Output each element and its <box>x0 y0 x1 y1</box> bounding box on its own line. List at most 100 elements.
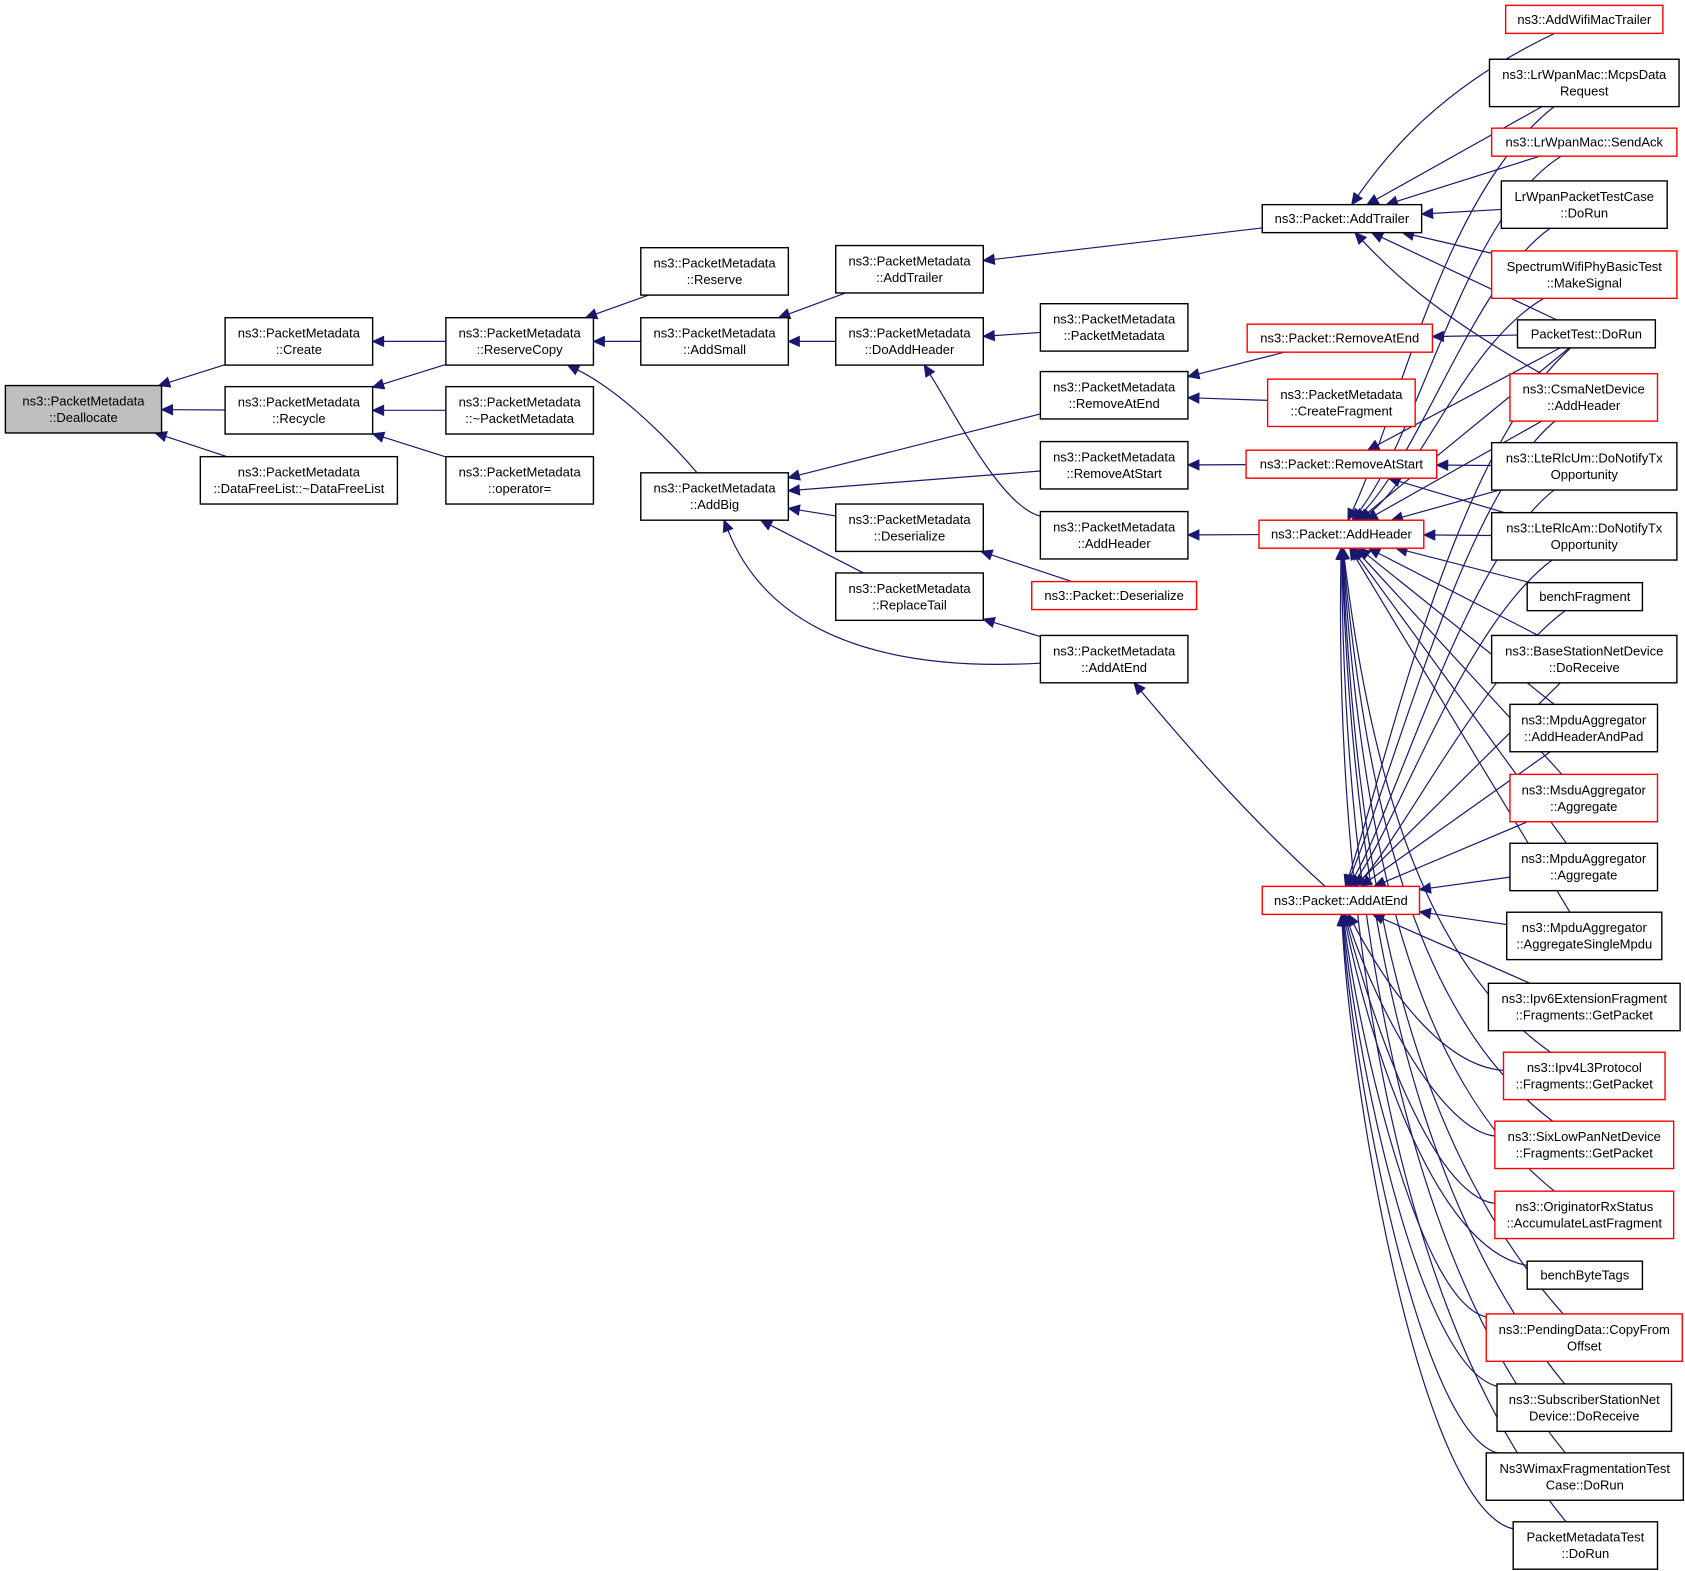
node-p-removeatstart[interactable]: ns3::Packet::RemoveAtStart <box>1245 449 1438 479</box>
node-box[interactable] <box>835 317 985 366</box>
node-r-csma[interactable]: ns3::CsmaNetDevice::AddHeader <box>1509 373 1659 422</box>
node-box[interactable] <box>1485 1452 1685 1501</box>
node-box[interactable] <box>1509 773 1659 823</box>
node-create[interactable]: ns3::PacketMetadata::Create <box>224 317 374 366</box>
node-box[interactable] <box>1516 319 1657 349</box>
node-box[interactable] <box>1039 440 1189 490</box>
node-box[interactable] <box>1494 1190 1675 1240</box>
node-box[interactable] <box>835 503 985 553</box>
node-r-mpdu-asm[interactable]: ns3::MpduAggregator::AggregateSingleMpdu <box>1506 911 1663 961</box>
node-box[interactable] <box>1039 634 1189 684</box>
node-box[interactable] <box>1487 982 1681 1032</box>
node-box[interactable] <box>1509 373 1659 422</box>
node-reserve[interactable]: ns3::PacketMetadata::Reserve <box>640 247 790 296</box>
node-box[interactable] <box>1266 378 1416 428</box>
node-r-msdu-agg[interactable]: ns3::MsduAggregator::Aggregate <box>1509 773 1659 823</box>
node-r-mpdu-agg[interactable]: ns3::MpduAggregator::Aggregate <box>1509 842 1659 892</box>
node-box[interactable] <box>1490 127 1678 157</box>
node-r-packettest[interactable]: PacketTest::DoRun <box>1516 319 1657 349</box>
node-box[interactable] <box>1246 323 1434 353</box>
node-box[interactable] <box>1490 441 1678 491</box>
node-box[interactable] <box>445 385 595 435</box>
node-box[interactable] <box>1245 449 1438 479</box>
node-box[interactable] <box>1490 634 1678 684</box>
node-box[interactable] <box>1526 581 1644 612</box>
node-p-removeatend[interactable]: ns3::Packet::RemoveAtEnd <box>1246 323 1434 353</box>
node-pm-createfragment[interactable]: ns3::PacketMetadata::CreateFragment <box>1266 378 1416 428</box>
node-r-sixlowpan[interactable]: ns3::SixLowPanNetDevice::Fragments::GetP… <box>1494 1120 1675 1170</box>
node-r-ssnd[interactable]: ns3::SubscriberStationNetDevice::DoRecei… <box>1496 1383 1673 1433</box>
node-r-bsnd[interactable]: ns3::BaseStationNetDevice::DoReceive <box>1490 634 1678 684</box>
node-box[interactable] <box>1258 519 1425 549</box>
node-box[interactable] <box>1500 180 1668 230</box>
node-box[interactable] <box>224 385 374 435</box>
node-box[interactable] <box>835 572 985 622</box>
node-box[interactable] <box>224 317 374 366</box>
node-box[interactable] <box>1509 842 1659 892</box>
node-addheader[interactable]: ns3::PacketMetadata::AddHeader <box>1039 510 1189 560</box>
node-deserialize[interactable]: ns3::PacketMetadata::Deserialize <box>835 503 985 553</box>
node-r-lrwpantest[interactable]: LrWpanPacketTestCase::DoRun <box>1500 180 1668 230</box>
node-p-addheader[interactable]: ns3::Packet::AddHeader <box>1258 519 1425 549</box>
node-box[interactable] <box>445 455 595 505</box>
node-addsmall[interactable]: ns3::PacketMetadata::AddSmall <box>640 317 790 366</box>
node-box[interactable] <box>1031 580 1198 611</box>
node-p-deserialize[interactable]: ns3::Packet::Deserialize <box>1031 580 1198 611</box>
node-box[interactable] <box>1506 911 1663 961</box>
node-removeatstart[interactable]: ns3::PacketMetadata::RemoveAtStart <box>1039 440 1189 490</box>
node-r-originator[interactable]: ns3::OriginatorRxStatus::AccumulateLastF… <box>1494 1190 1675 1240</box>
node-addatend[interactable]: ns3::PacketMetadata::AddAtEnd <box>1039 634 1189 684</box>
node-r-mpdu-ahp[interactable]: ns3::MpduAggregator::AddHeaderAndPad <box>1509 703 1659 753</box>
node-root[interactable]: ns3::PacketMetadata::Deallocate <box>4 384 163 434</box>
node-box[interactable] <box>1261 203 1423 234</box>
node-box[interactable] <box>1494 1120 1675 1170</box>
node-box[interactable] <box>1490 511 1678 561</box>
node-box[interactable] <box>1039 303 1189 352</box>
node-dtor[interactable]: ns3::PacketMetadata::~PacketMetadata <box>445 385 595 435</box>
node-box[interactable] <box>1039 370 1189 420</box>
node-doaddheader[interactable]: ns3::PacketMetadata::DoAddHeader <box>835 317 985 366</box>
node-box[interactable] <box>1490 250 1678 300</box>
node-r-ipv4l3[interactable]: ns3::Ipv4L3Protocol::Fragments::GetPacke… <box>1502 1051 1666 1101</box>
node-box[interactable] <box>640 472 790 521</box>
node-p-addtrailer[interactable]: ns3::Packet::AddTrailer <box>1261 203 1423 234</box>
node-box[interactable] <box>445 317 595 366</box>
node-box[interactable] <box>4 384 163 434</box>
node-r-spectrum[interactable]: SpectrumWifiPhyBasicTest::MakeSignal <box>1490 250 1678 300</box>
node-box[interactable] <box>1526 1260 1644 1290</box>
node-box[interactable] <box>1496 1383 1673 1433</box>
node-p-addatend[interactable]: ns3::Packet::AddAtEnd <box>1261 885 1421 916</box>
node-box[interactable] <box>1261 885 1421 916</box>
node-r-ipv6frag[interactable]: ns3::Ipv6ExtensionFragment::Fragments::G… <box>1487 982 1681 1032</box>
node-pmctor[interactable]: ns3::PacketMetadata::PacketMetadata <box>1039 303 1189 352</box>
node-box[interactable] <box>1504 4 1664 35</box>
node-opeq[interactable]: ns3::PacketMetadata::operator= <box>445 455 595 505</box>
node-box[interactable] <box>640 317 790 366</box>
node-r-benchbytetags[interactable]: benchByteTags <box>1526 1260 1644 1290</box>
node-r-benchfragment[interactable]: benchFragment <box>1526 581 1644 612</box>
node-box[interactable] <box>199 455 399 505</box>
node-box[interactable] <box>1039 510 1189 560</box>
node-reservecopy[interactable]: ns3::PacketMetadata::ReserveCopy <box>445 317 595 366</box>
node-box[interactable] <box>835 244 985 294</box>
node-r-sendack[interactable]: ns3::LrWpanMac::SendAck <box>1490 127 1678 157</box>
node-addbig[interactable]: ns3::PacketMetadata::AddBig <box>640 472 790 521</box>
node-r-addwifimactrailer[interactable]: ns3::AddWifiMacTrailer <box>1504 4 1664 35</box>
node-box[interactable] <box>1485 1313 1683 1363</box>
node-box[interactable] <box>1512 1521 1659 1570</box>
node-r-pmtest[interactable]: PacketMetadataTest::DoRun <box>1512 1521 1659 1570</box>
node-removeatend[interactable]: ns3::PacketMetadata::RemoveAtEnd <box>1039 370 1189 420</box>
node-addtrailer[interactable]: ns3::PacketMetadata::AddTrailer <box>835 244 985 294</box>
node-box[interactable] <box>1509 703 1659 753</box>
node-box[interactable] <box>640 247 790 296</box>
node-box[interactable] <box>1488 58 1680 108</box>
node-recycle[interactable]: ns3::PacketMetadata::Recycle <box>224 385 374 435</box>
node-replacetail[interactable]: ns3::PacketMetadata::ReplaceTail <box>835 572 985 622</box>
node-dfl[interactable]: ns3::PacketMetadata::DataFreeList::~Data… <box>199 455 399 505</box>
node-box[interactable] <box>1502 1051 1666 1101</box>
